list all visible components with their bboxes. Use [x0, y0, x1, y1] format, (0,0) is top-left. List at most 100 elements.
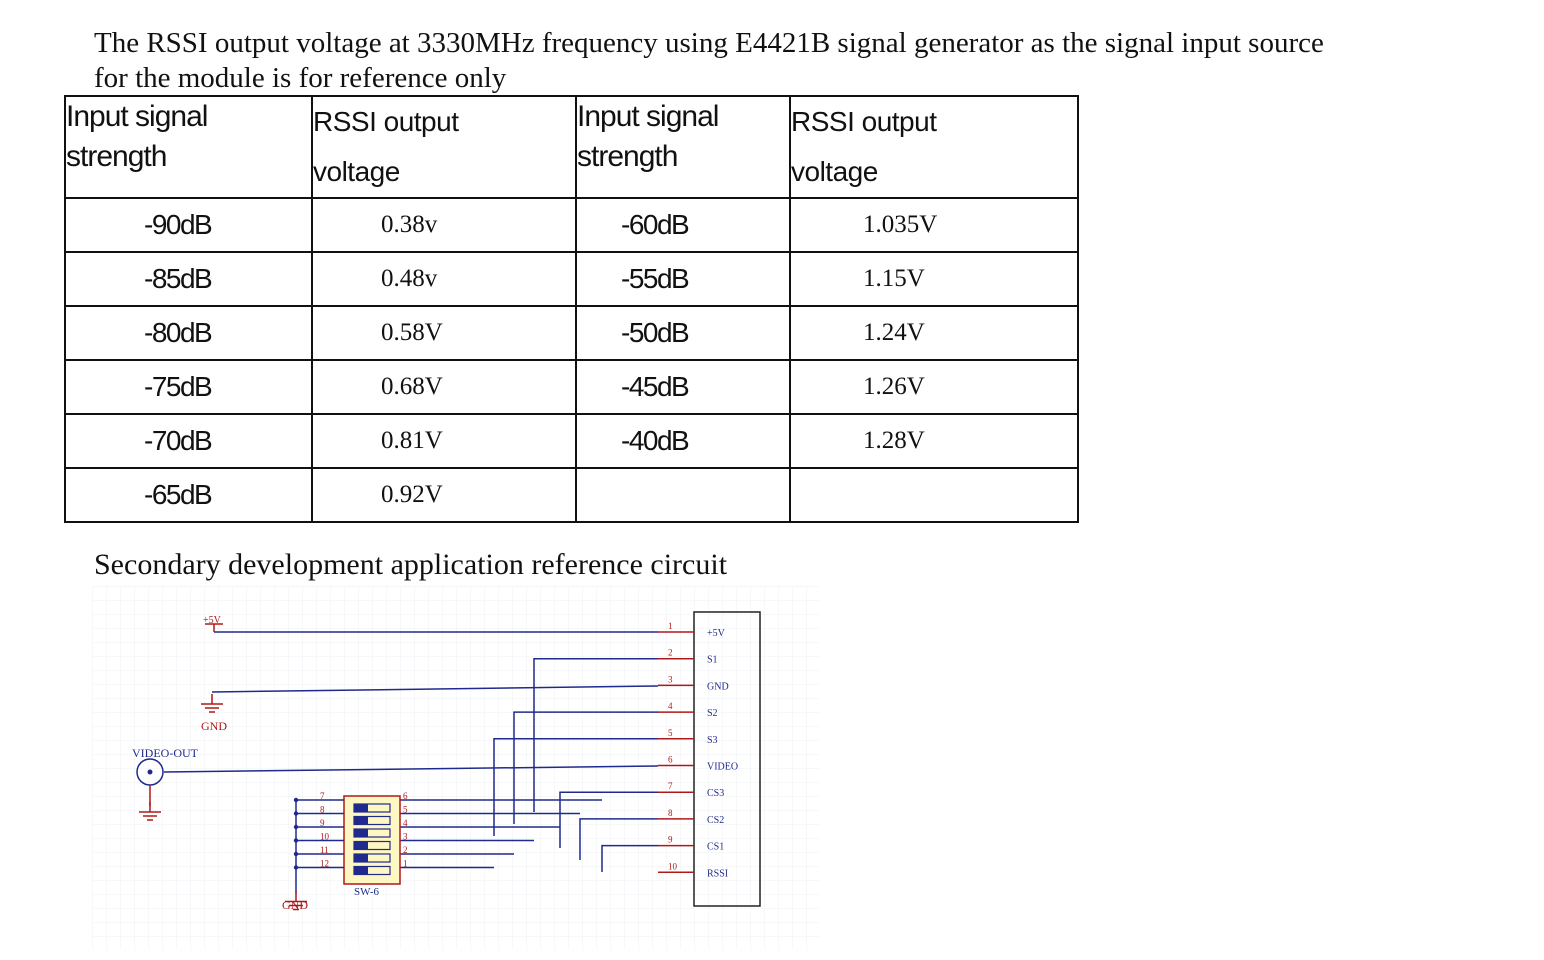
header-line: strength — [577, 140, 678, 173]
wire-gnd — [211, 685, 659, 693]
cell-voltage: 1.24V — [789, 305, 1079, 361]
switch-pin-number: 10 — [320, 832, 330, 842]
video-out-label: VIDEO-OUT — [132, 746, 199, 760]
header-input-strength-1: Input signal strength — [64, 95, 313, 199]
wire-group — [163, 631, 659, 894]
dip-switch-toggle — [354, 841, 368, 850]
header-line: Input signal — [577, 100, 719, 133]
cell-voltage: 1.26V — [789, 359, 1079, 415]
connector-pin-number: 9 — [668, 835, 673, 845]
switch-label: SW-6 — [354, 886, 380, 898]
cell-strength: -40dB — [575, 413, 791, 469]
switch-pin-number: 1 — [403, 859, 408, 869]
connector-pin-name: S3 — [707, 735, 718, 746]
cell-strength — [575, 467, 791, 523]
dip-switch-toggle — [354, 854, 368, 862]
cell-voltage: 0.68V — [311, 359, 577, 415]
header-line: Input signal — [66, 100, 208, 133]
connector-pin-number: 5 — [668, 728, 673, 738]
wire-cs3 — [559, 791, 658, 848]
cell-voltage: 1.28V — [789, 413, 1079, 469]
wire-s1 — [533, 657, 658, 812]
switch-pin-number: 6 — [403, 791, 408, 801]
cell-voltage — [789, 467, 1079, 523]
connector-pin-name: RSSI — [707, 868, 728, 879]
header-rssi-voltage-1: RSSI output voltage — [311, 95, 577, 199]
rssi-table: Input signal strength RSSI output voltag… — [64, 95, 1079, 523]
symbol-group — [136, 611, 761, 911]
table-row: -80dB 0.58V -50dB 1.24V — [64, 305, 1079, 361]
header-line: RSSI output — [791, 106, 937, 137]
connector-pin-number: 10 — [668, 861, 678, 871]
table-header-row: Input signal strength RSSI output voltag… — [64, 95, 1079, 199]
connector-pin-name: CS1 — [707, 842, 724, 853]
connector-pin-number: 8 — [668, 808, 673, 818]
gnd-icon — [285, 891, 307, 911]
header-line: strength — [66, 140, 167, 173]
gnd-label-bottom: GND — [282, 898, 308, 912]
wire-video — [163, 765, 659, 773]
intro-line-2: for the module is for reference only — [94, 62, 507, 94]
connector-pins: 1+5V2S13GND4S25S36VIDEO7CS38CS29CS110RSS… — [658, 621, 738, 879]
wire-s2 — [513, 711, 658, 824]
cell-voltage: 1.035V — [789, 197, 1079, 253]
switch-pin-number: 2 — [403, 845, 408, 855]
connector-box — [693, 611, 761, 907]
wire-cs1 — [601, 844, 658, 872]
table-row: -90dB 0.38v -60dB 1.035V — [64, 197, 1079, 253]
junction-dot — [293, 865, 299, 870]
cell-strength: -90dB — [64, 197, 313, 253]
header-rssi-voltage-2: RSSI output voltage — [789, 95, 1079, 199]
header-line: RSSI output — [313, 106, 459, 137]
section-title: Secondary development application refere… — [94, 548, 728, 581]
connector-pin-name: +5V — [707, 628, 726, 639]
cell-strength: -50dB — [575, 305, 791, 361]
switch-pin-number: 7 — [320, 791, 325, 801]
wire-cs2 — [579, 818, 658, 860]
cell-voltage: 0.81V — [311, 413, 577, 469]
connector-pin-name: VIDEO — [707, 762, 738, 773]
cell-strength: -80dB — [64, 305, 313, 361]
header-line: voltage — [313, 156, 400, 187]
switch-pin-number: 4 — [403, 818, 408, 828]
connector-pin-number: 4 — [668, 701, 673, 711]
connector-pin-name: S1 — [707, 655, 718, 666]
table-row: -75dB 0.68V -45dB 1.26V — [64, 359, 1079, 415]
switch-pin-number: 9 — [320, 818, 325, 828]
switch-pin-number: 8 — [320, 805, 325, 815]
table-row: -65dB 0.92V — [64, 467, 1079, 523]
cell-strength: -70dB — [64, 413, 313, 469]
cell-voltage: 0.58V — [311, 305, 577, 361]
junction-dot — [293, 824, 299, 830]
cell-voltage: 0.92V — [311, 467, 577, 523]
header-line: voltage — [791, 156, 878, 187]
switch-pin-number: 12 — [320, 859, 329, 869]
cell-strength: -85dB — [64, 251, 313, 307]
gnd-icon — [201, 694, 223, 713]
connector-pin-number: 1 — [668, 621, 673, 631]
cell-strength: -75dB — [64, 359, 313, 415]
cell-strength: -55dB — [575, 251, 791, 307]
gnd-icon — [139, 802, 161, 821]
junction-dot — [293, 851, 299, 857]
connector-pin-name: S2 — [707, 708, 718, 719]
dip-switch-toggle — [354, 804, 368, 812]
cell-voltage: 1.15V — [789, 251, 1079, 307]
dip-switch-toggle — [354, 829, 368, 837]
connector-pin-number: 6 — [668, 755, 673, 765]
junction-dot — [293, 797, 299, 803]
connector-pin-name: CS2 — [707, 815, 724, 826]
header-input-strength-2: Input signal strength — [575, 95, 791, 199]
cell-strength: -60dB — [575, 197, 791, 253]
switch-pin-number: 11 — [320, 845, 329, 855]
junction-dot — [293, 838, 299, 843]
switch-pin-number: 3 — [403, 832, 408, 842]
cell-voltage: 0.38v — [311, 197, 577, 253]
power-label: +5V — [203, 615, 222, 626]
connector-pin-name: GND — [707, 681, 729, 692]
connector-pin-number: 2 — [668, 648, 673, 658]
connector-pin-number: 3 — [668, 674, 673, 684]
wire-s3 — [493, 738, 658, 836]
dip-switch-toggle — [354, 816, 368, 825]
